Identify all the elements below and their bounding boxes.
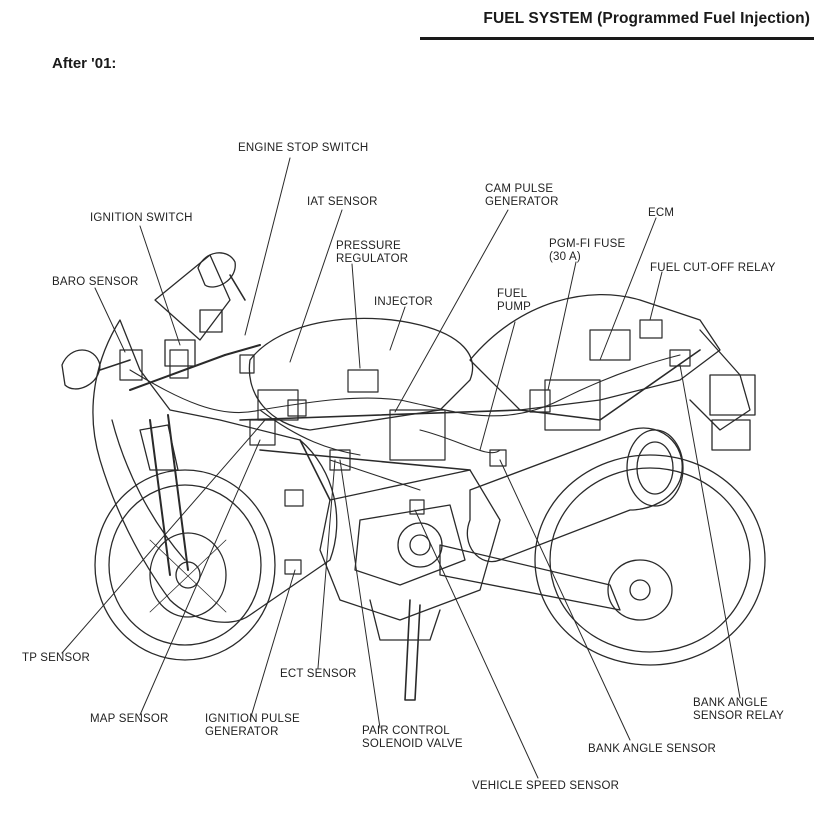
label-fuel-pump-line2: PUMP (497, 301, 532, 313)
label-ignition-pulse-generator: IGNITION PULSE GENERATOR (205, 713, 300, 739)
label-bank-angle-sensor: BANK ANGLE SENSOR (588, 743, 717, 755)
label-pressure-regulator-line2: REGULATOR (336, 253, 409, 265)
leader-lines (61, 157, 741, 779)
label-ignition-pulse-generator-line1: IGNITION PULSE (205, 713, 300, 725)
label-bank-angle-sensor-relay-line1: BANK ANGLE (693, 697, 768, 709)
label-cam-pulse-generator-line2: GENERATOR (485, 196, 559, 208)
rear-wheel (534, 454, 766, 666)
fairing (92, 254, 338, 623)
front-fork (139, 414, 189, 576)
label-bank-angle-sensor-relay: BANK ANGLE SENSOR RELAY (693, 697, 784, 723)
label-pressure-regulator: PRESSURE REGULATOR (336, 240, 408, 266)
label-map-sensor: MAP SENSOR (90, 713, 169, 725)
label-tp-sensor: TP SENSOR (22, 652, 91, 664)
label-injector: INJECTOR (374, 296, 433, 308)
label-pair-control-solenoid-valve-line1: PAIR CONTROL (362, 725, 450, 737)
page-title: FUEL SYSTEM (Programmed Fuel Injection) (483, 10, 810, 27)
label-pgm-fi-fuse-line1: PGM-FI FUSE (549, 238, 626, 250)
wiring-harness (129, 354, 681, 491)
label-fuel-pump-line1: FUEL (497, 288, 528, 300)
label-ecm: ECM (648, 207, 675, 219)
label-baro-sensor: BARO SENSOR (52, 276, 139, 288)
label-vehicle-speed-sensor: VEHICLE SPEED SENSOR (472, 780, 620, 792)
swing-arm (439, 544, 621, 611)
label-pair-control-solenoid-valve-line2: SOLENOID VALVE (362, 738, 463, 750)
label-bank-angle-sensor-relay-line2: SENSOR RELAY (693, 710, 785, 722)
label-pair-control-solenoid-valve: PAIR CONTROL SOLENOID VALVE (362, 725, 463, 751)
frame (239, 349, 701, 501)
label-pgm-fi-fuse: PGM-FI FUSE (30 A) (549, 238, 625, 264)
seat-tail (469, 294, 756, 451)
label-ect-sensor: ECT SENSOR (280, 668, 357, 680)
label-cam-pulse-generator-line1: CAM PULSE (485, 183, 554, 195)
mirrors (61, 252, 246, 390)
label-iat-sensor: IAT SENSOR (307, 196, 378, 208)
side-stand (404, 599, 421, 701)
label-ignition-switch: IGNITION SWITCH (90, 212, 193, 224)
label-cam-pulse-generator: CAM PULSE GENERATOR (485, 183, 559, 209)
label-fuel-pump: FUEL PUMP (497, 288, 531, 314)
label-fuel-cut-off-relay: FUEL CUT-OFF RELAY (650, 262, 776, 274)
label-pgm-fi-fuse-line2: (30 A) (549, 251, 581, 263)
label-ignition-pulse-generator-line2: GENERATOR (205, 726, 279, 738)
label-engine-stop-switch: ENGINE STOP SWITCH (238, 142, 369, 154)
label-pressure-regulator-line1: PRESSURE (336, 240, 401, 252)
fuel-tank (248, 317, 474, 431)
front-wheel (94, 469, 276, 661)
components (119, 319, 691, 575)
handlebars (129, 309, 261, 391)
engine-block (319, 469, 501, 641)
header-rule (420, 37, 814, 40)
model-year-heading: After '01: (52, 55, 117, 72)
muffler (466, 427, 684, 563)
